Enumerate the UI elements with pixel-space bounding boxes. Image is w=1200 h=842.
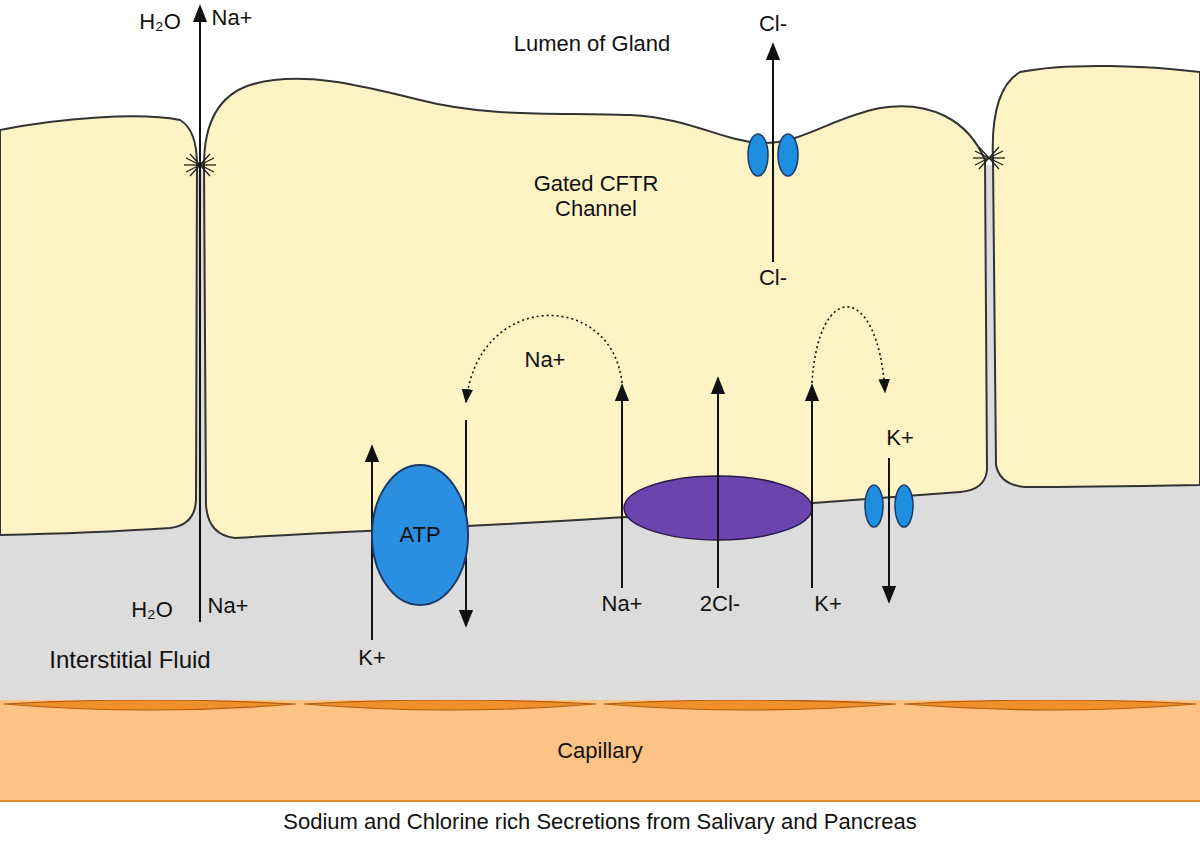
- text-label: 2Cl-: [700, 591, 740, 616]
- capillary-fill: [0, 700, 1200, 802]
- text-label: Interstitial Fluid: [49, 646, 210, 674]
- capillary-band: Capillary: [0, 700, 1200, 802]
- text-label: Cl-: [759, 11, 787, 36]
- potassium-channel: [865, 485, 883, 527]
- endothelial-cell: [4, 700, 296, 710]
- cftr-channel: [748, 134, 768, 176]
- text-label: Gated CFTR Channel: [521, 171, 671, 222]
- text-label: K+: [814, 591, 842, 616]
- epithelial-cell: [204, 79, 987, 538]
- epithelial-cell: [0, 116, 197, 535]
- epithelial-cell: [993, 66, 1200, 487]
- potassium-arrow: [888, 458, 890, 602]
- potassium-arrow: [811, 385, 813, 588]
- sodium-arrow: [621, 385, 623, 588]
- cftr-channel: [778, 134, 798, 176]
- recycle-arc: [466, 315, 622, 402]
- atp-pump: ATP: [370, 463, 470, 607]
- recycle-arc: [812, 307, 885, 392]
- pump-ellipse: [372, 465, 468, 605]
- node-text: Capillary: [557, 738, 643, 764]
- chloride-arrow: [717, 378, 719, 588]
- endothelial-cell: [904, 700, 1196, 710]
- potassium-channel: [895, 485, 913, 527]
- endothelial-cell: [304, 700, 596, 710]
- chloride-arrow: [772, 44, 774, 262]
- text-label: H₂O: [131, 597, 173, 622]
- text-label: Na+: [208, 593, 249, 618]
- text-label: Na+: [212, 5, 253, 30]
- text-label: Na+: [525, 347, 566, 372]
- text-label: Cl-: [759, 265, 787, 290]
- capillary-edge: [0, 800, 1200, 802]
- text-label: Lumen of Gland: [514, 31, 671, 56]
- text-label: K+: [886, 425, 914, 450]
- endothelial-cell: [604, 700, 896, 710]
- tight-junction: [973, 147, 1005, 169]
- text-label: H₂O: [139, 9, 181, 34]
- node-text: ATP: [399, 522, 440, 548]
- text-label: Na+: [602, 591, 643, 616]
- text-label: K+: [358, 645, 386, 670]
- paracellular-arrow: [199, 6, 201, 622]
- figure-caption: Sodium and Chlorine rich Secretions from…: [283, 809, 916, 835]
